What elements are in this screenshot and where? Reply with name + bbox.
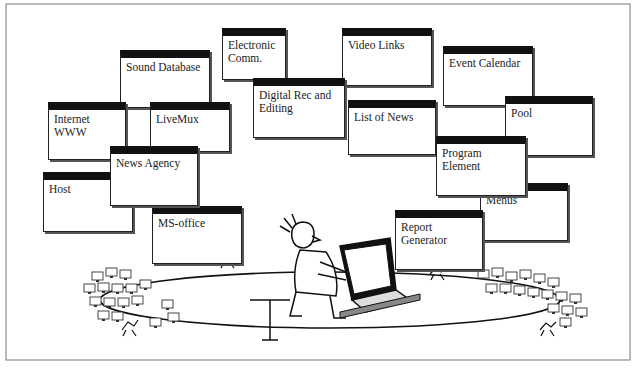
window-title: Event Calendar [449, 57, 527, 70]
left-computer-cluster [84, 255, 236, 336]
window-title: News Agency [116, 157, 192, 170]
app-window: Program Element [436, 136, 526, 196]
right-computer-cluster [430, 267, 587, 336]
window-title: Digital Rec and Editing [259, 89, 339, 115]
app-window: Electronic Comm. [222, 28, 286, 80]
app-window: News Agency [110, 146, 198, 206]
window-title: Internet WWW [54, 113, 120, 139]
frame-border [6, 4, 630, 360]
window-title: Video Links [348, 39, 426, 52]
app-window: Video Links [342, 28, 432, 86]
window-title: Electronic Comm. [228, 39, 280, 65]
window-title: List of News [354, 111, 430, 124]
window-title: LiveMux [156, 113, 224, 126]
window-title: Program Element [442, 147, 520, 173]
app-window: Digital Rec and Editing [253, 78, 345, 138]
window-title: MS-office [158, 217, 236, 230]
app-window: MS-office [152, 206, 242, 264]
window-title: Report Generator [401, 221, 477, 247]
app-window: Sound Database [120, 50, 210, 108]
window-title: Sound Database [126, 61, 204, 74]
window-title: Pool [511, 107, 587, 120]
app-window: LiveMux [150, 102, 230, 152]
app-window: List of News [348, 100, 436, 155]
app-window: Report Generator [395, 210, 483, 270]
